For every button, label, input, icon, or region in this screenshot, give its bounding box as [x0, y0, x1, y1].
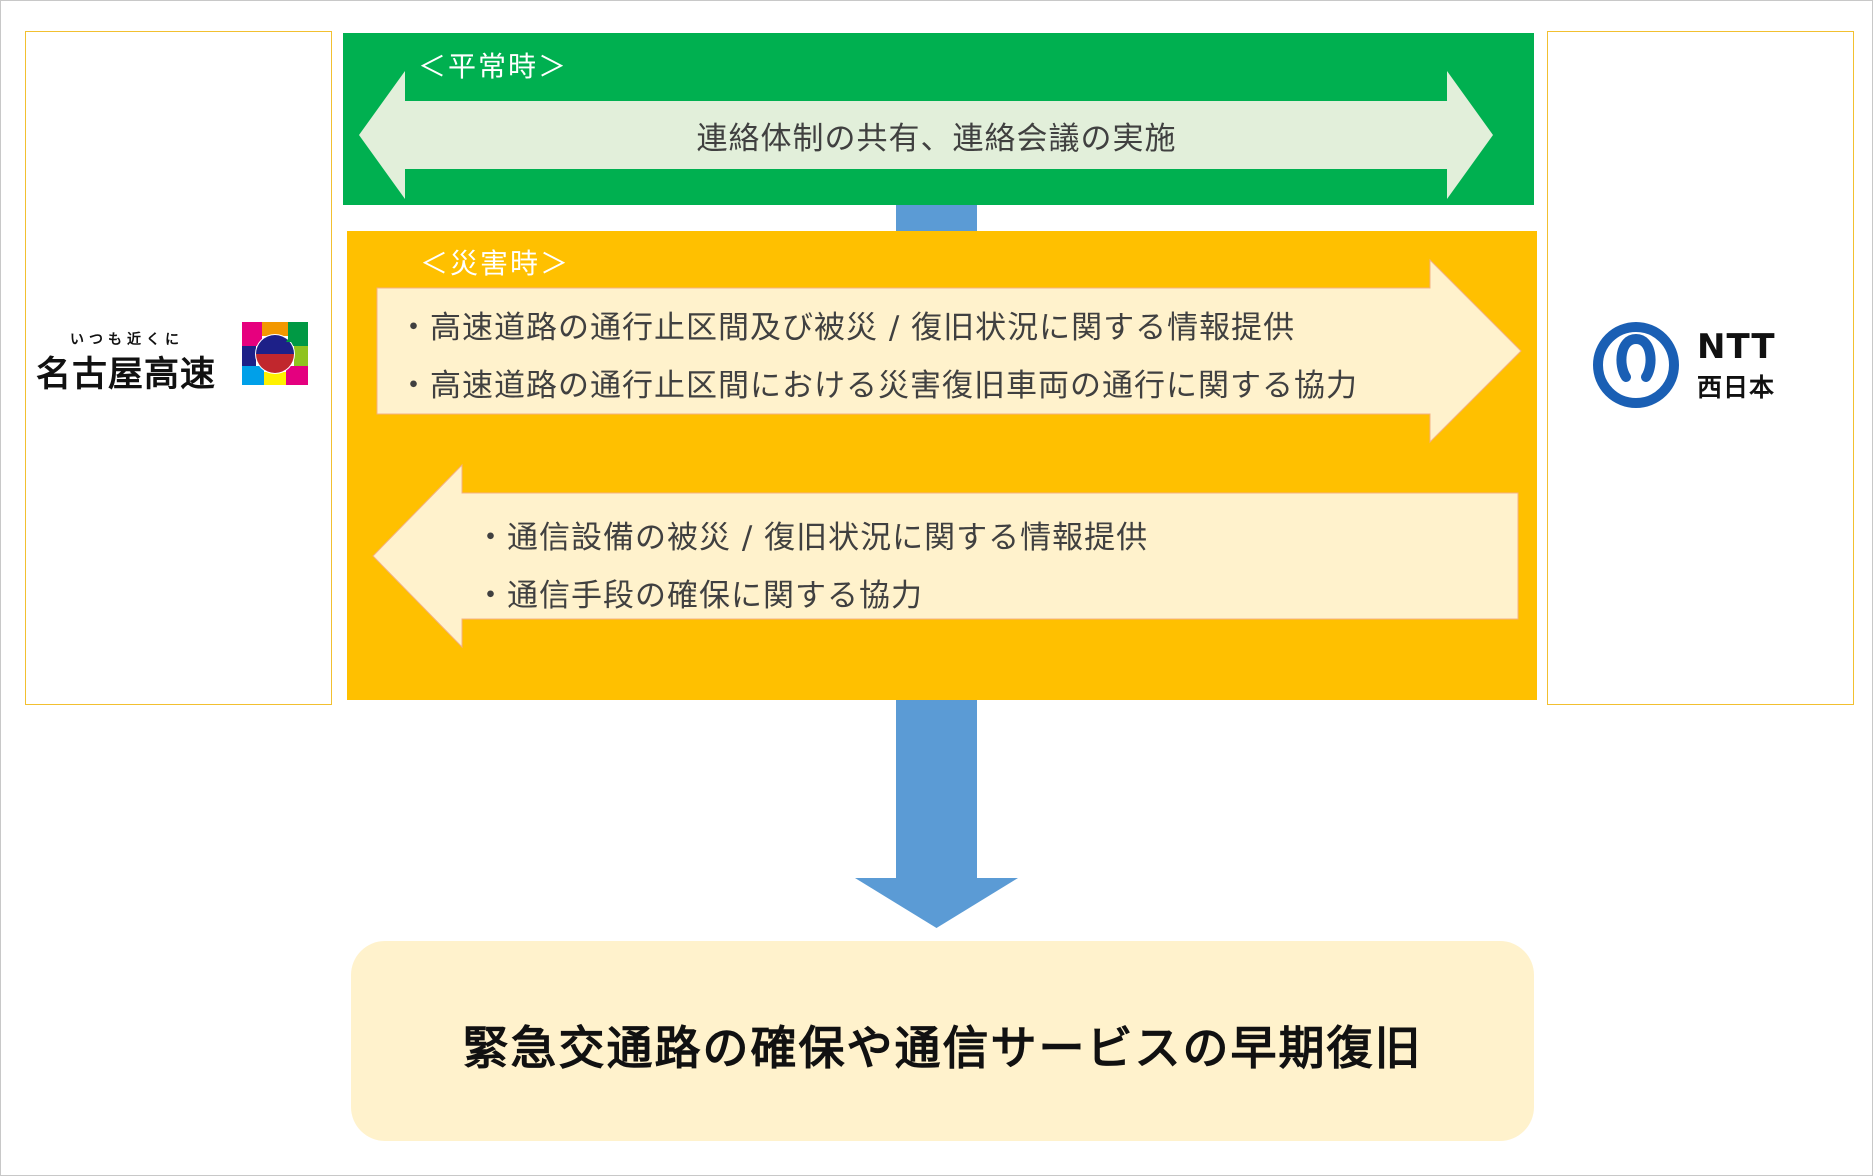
to-nagoya-line-2: ・通信手段の確保に関する協力 [475, 578, 923, 614]
nagoya-name: 名古屋高速 [36, 355, 217, 395]
connector-down [896, 700, 977, 880]
disaster-period-label: ＜災害時＞ [420, 247, 571, 280]
to-nagoya-line-1: ・通信設備の被災 / 復旧状況に関する情報提供 [475, 520, 1149, 556]
nagoya-tagline: いつも近くに [70, 332, 184, 348]
right-arrow-to-ntt [376, 258, 1522, 444]
ntt-name: NTT [1697, 327, 1776, 367]
nagoya-expressway-emblem-icon [242, 322, 308, 385]
normal-arrow-text: 連絡体制の共有、連絡会議の実施 [696, 121, 1177, 157]
to-ntt-line-1: ・高速道路の通行止区間及び被災 / 復旧状況に関する情報提供 [398, 310, 1296, 346]
left-arrow-to-nagoya [372, 463, 1519, 649]
connector-top [896, 204, 977, 232]
ntt-loop-emblem-icon [1593, 322, 1679, 408]
to-ntt-line-2: ・高速道路の通行止区間における災害復旧車両の通行に関する協力 [398, 368, 1358, 404]
result-text: 緊急交通路の確保や通信サービスの早期復旧 [462, 1021, 1423, 1075]
bidirectional-arrow [359, 71, 1493, 199]
ntt-sub: 西日本 [1697, 373, 1776, 402]
result-box [351, 941, 1534, 1141]
down-arrow-head-icon [855, 878, 1018, 928]
normal-period-label: ＜平常時＞ [418, 50, 569, 83]
